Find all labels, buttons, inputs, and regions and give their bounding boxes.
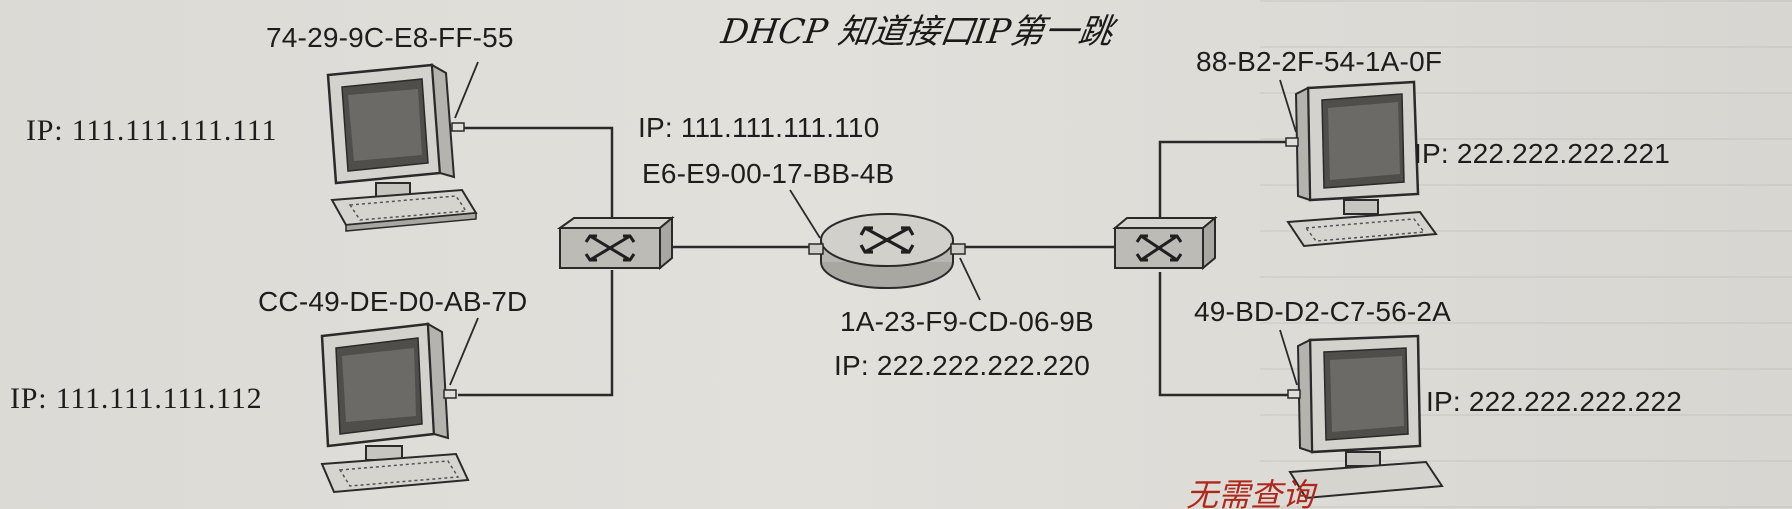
leader-mac-bottom-right <box>1279 329 1298 386</box>
mac-label-host-bottom-left: CC-49-DE-D0-AB-7D <box>258 286 528 317</box>
router-icon <box>808 213 966 289</box>
mac-label-router-right-interface: 1A-23-F9-CD-06-9B <box>840 306 1094 337</box>
handwritten-note: DHCP 知道接口IP第一跳 <box>718 12 1116 52</box>
handwritten-note-bottom: 无需查询 <box>1186 476 1315 509</box>
ip-label-host-bottom-left: IP: 111.111.111.112 <box>10 382 263 415</box>
computer-icon-bottom-left <box>320 322 470 494</box>
leader-router-right-mac <box>959 257 981 301</box>
switch-icon-left <box>556 215 675 271</box>
ip-label-host-bottom-right: IP: 222.222.222.222 <box>1426 386 1683 417</box>
switch-icon-right <box>1112 215 1218 271</box>
link-host-top-left <box>462 126 614 222</box>
ip-label-router-left-interface: IP: 111.111.111.110 <box>638 112 880 143</box>
computer-icon-top-right <box>1285 80 1438 248</box>
mac-label-host-bottom-right: 49-BD-D2-C7-56-2A <box>1194 296 1452 327</box>
leader-mac-top-right <box>1279 79 1297 133</box>
computer-icon-top-left <box>326 63 478 232</box>
mac-label-host-top-left: 74-29-9C-E8-FF-55 <box>266 22 514 53</box>
network-links <box>449 61 1298 397</box>
leader-router-left-mac <box>789 189 821 239</box>
ip-label-host-top-left: IP: 111.111.111.111 <box>26 114 278 147</box>
ip-label-router-right-interface: IP: 222.222.222.220 <box>834 350 1091 381</box>
link-host-bottom-left <box>458 270 614 397</box>
mac-label-host-top-right: 88-B2-2F-54-1A-0F <box>1196 46 1443 77</box>
ip-label-host-top-right: IP: 222.222.222.221 <box>1414 138 1671 169</box>
link-host-top-right <box>1158 140 1290 224</box>
computer-icon-bottom-right <box>1287 334 1444 500</box>
leader-mac-top-left <box>454 61 479 119</box>
link-host-bottom-right <box>1158 272 1292 397</box>
mac-label-router-left-interface: E6-E9-00-17-BB-4B <box>642 158 895 189</box>
leader-mac-bottom-left <box>449 317 479 386</box>
